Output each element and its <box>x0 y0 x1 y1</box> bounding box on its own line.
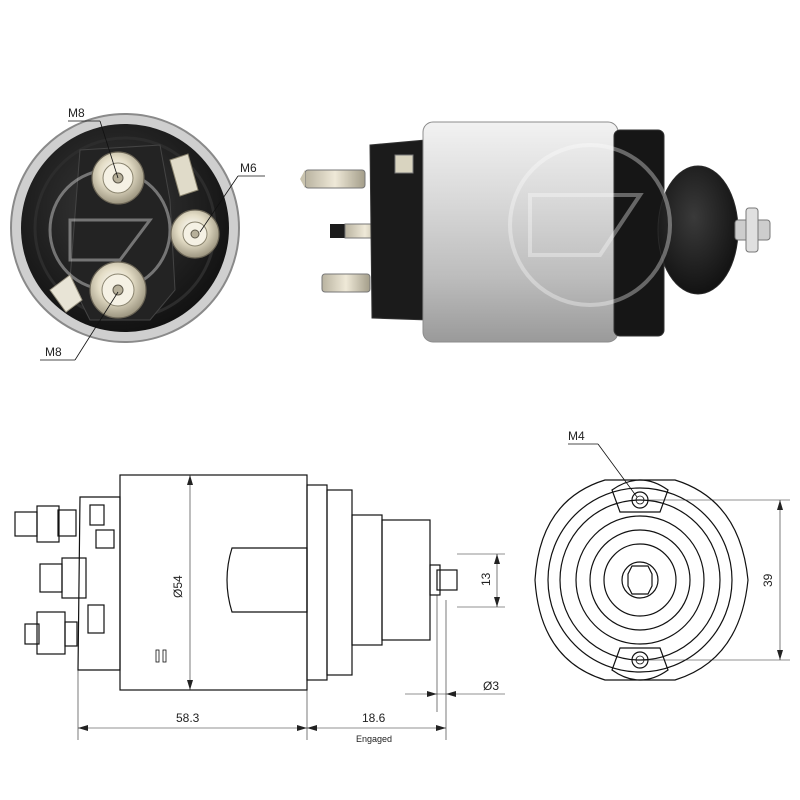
plunger-diameter-label: Ø3 <box>483 679 499 693</box>
engaged-note: Engaged <box>356 734 392 744</box>
left-stud-bottom <box>321 273 371 293</box>
plunger-height-label: 13 <box>479 572 493 586</box>
mount-spacing-label: 39 <box>761 573 775 587</box>
bottom-m8-stud <box>49 261 147 319</box>
solenoid-rear-photo: M8 M6 M8 <box>10 106 265 361</box>
top-stud-label: M8 <box>68 106 85 120</box>
engaged-length-label: 18.6 <box>362 711 386 725</box>
body-length-label: 58.3 <box>176 711 200 725</box>
solenoid-side-photo <box>300 121 771 343</box>
bottom-stud-label: M8 <box>45 345 62 359</box>
left-stud-top <box>300 169 366 189</box>
front-view-drawing: M4 39 <box>534 429 790 681</box>
side-stud-label: M6 <box>240 161 257 175</box>
side-elevation-drawing: Ø54 58.3 18.6 Engaged 13 Ø3 <box>14 474 505 744</box>
mount-thread-label: M4 <box>568 429 585 443</box>
diameter-label: Ø54 <box>171 575 185 598</box>
